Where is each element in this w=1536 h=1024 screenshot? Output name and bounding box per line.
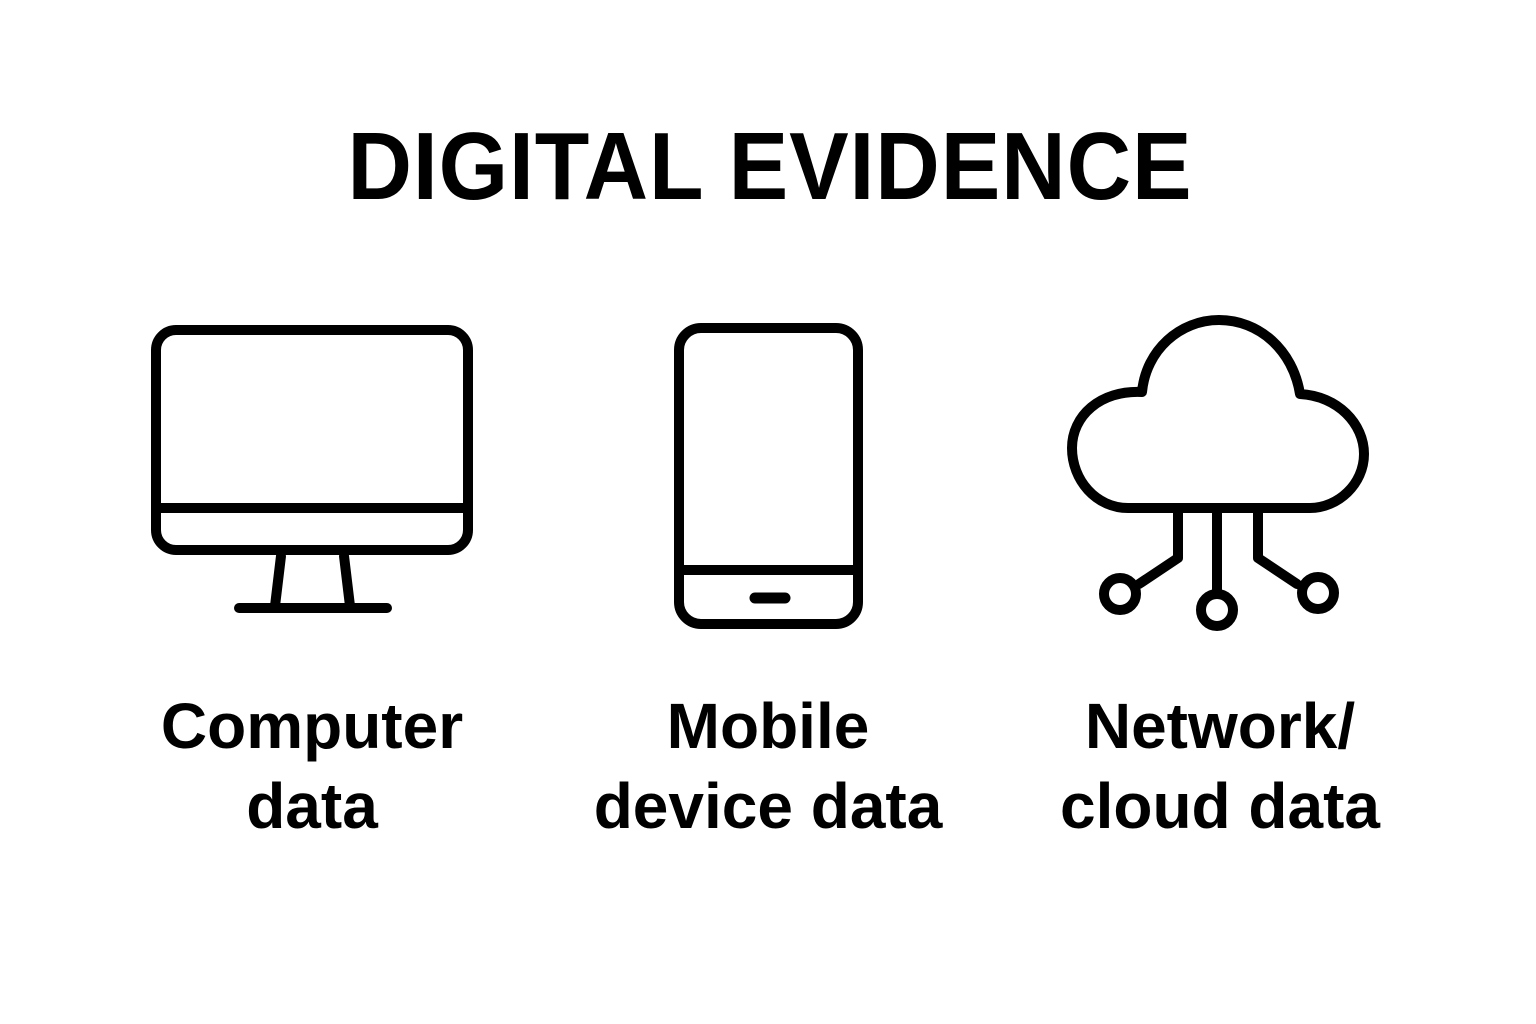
label-mobile: Mobile device data bbox=[538, 686, 998, 846]
label-line-2: data bbox=[246, 770, 378, 842]
label-line-2: cloud data bbox=[1059, 770, 1381, 842]
label-line-2: device data bbox=[593, 770, 943, 842]
label-computer: Computer data bbox=[82, 686, 542, 846]
label-network: Network/ cloud data bbox=[990, 686, 1450, 846]
page-title: DIGITAL EVIDENCE bbox=[347, 113, 1193, 220]
label-line-1: Mobile bbox=[666, 690, 870, 762]
label-line-1: Network/ bbox=[1084, 690, 1356, 762]
label-line-1: Computer bbox=[160, 690, 464, 762]
